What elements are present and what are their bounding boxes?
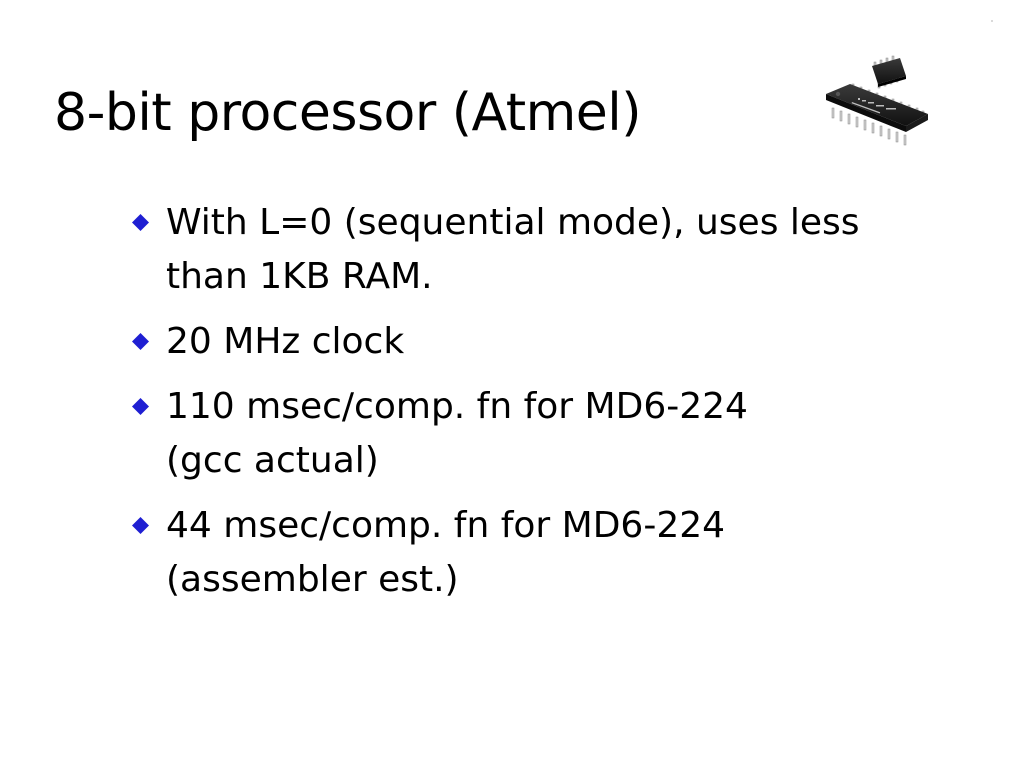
bullet-text-line: than 1KB RAM. <box>166 256 433 297</box>
bullet-text-line: 110 msec/comp. fn for MD6-224 <box>166 386 748 427</box>
bullet-list: With L=0 (sequential mode), uses less th… <box>130 196 970 618</box>
slide-title: 8-bit processor (Atmel) <box>54 83 641 143</box>
bullet-text-line: 20 MHz clock <box>166 321 405 362</box>
bullet-item: 20 MHz clock <box>130 315 970 369</box>
diamond-bullet-icon <box>132 398 149 415</box>
bullet-item: With L=0 (sequential mode), uses less th… <box>130 196 970 304</box>
diamond-bullet-icon <box>132 214 149 231</box>
bullet-text-line: With L=0 (sequential mode), uses less <box>166 202 860 243</box>
microcontroller-chips-image <box>826 55 928 146</box>
diamond-bullet-icon <box>132 517 149 534</box>
bullet-text-line: (assembler est.) <box>166 559 459 600</box>
corner-mark <box>991 20 993 22</box>
bullet-item: 44 msec/comp. fn for MD6-224 (assembler … <box>130 499 970 607</box>
bullet-item: 110 msec/comp. fn for MD6-224 (gcc actua… <box>130 380 970 488</box>
diamond-bullet-icon <box>132 333 149 350</box>
bullet-text-line: 44 msec/comp. fn for MD6-224 <box>166 505 726 546</box>
bullet-text-line: (gcc actual) <box>166 440 379 481</box>
